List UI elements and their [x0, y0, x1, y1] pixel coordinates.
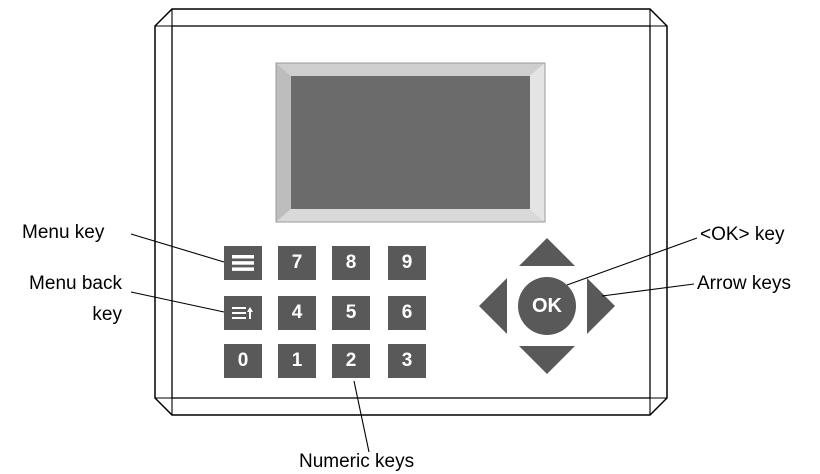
display-bezel-left: [276, 63, 291, 222]
callout-ok-key: <OK> key: [700, 224, 785, 245]
arrow-left-icon[interactable]: [479, 278, 507, 334]
callout-menu-key: Menu key: [22, 222, 105, 243]
numeric-key[interactable]: 1: [278, 344, 316, 378]
numeric-key[interactable]: 2: [332, 344, 370, 378]
callout-menu-back-key-line2: key: [92, 304, 122, 325]
numeric-key[interactable]: 8: [332, 246, 370, 280]
numeric-key[interactable]: 4: [278, 296, 316, 330]
housing-bevel-lines: [155, 9, 667, 415]
display-bezel-right: [530, 63, 545, 222]
callout-menu-back-key-line1: Menu back: [29, 273, 122, 294]
numeric-key[interactable]: 6: [388, 296, 426, 330]
callout-menu-back-key: Menu back key: [8, 273, 122, 326]
ok-key-label[interactable]: OK: [532, 295, 562, 317]
ok-key[interactable]: [518, 277, 576, 335]
display-bezel-top: [276, 63, 545, 76]
numeric-key[interactable]: 3: [388, 344, 426, 378]
numeric-key[interactable]: 5: [332, 296, 370, 330]
menu-icon: [232, 255, 254, 271]
menu-back-key[interactable]: [224, 296, 262, 330]
display-screen: [291, 76, 530, 209]
callout-arrow-keys: Arrow keys: [697, 273, 791, 294]
display-frame: [275, 62, 546, 223]
arrow-right-icon[interactable]: [587, 278, 615, 334]
numeric-key[interactable]: 0: [224, 344, 262, 378]
menu-back-icon: [232, 306, 254, 320]
numeric-key[interactable]: 7: [278, 246, 316, 280]
display-bezel-bottom: [276, 209, 545, 222]
arrow-down-icon[interactable]: [519, 346, 575, 374]
callout-line-numeric-keys: [353, 380, 370, 453]
menu-key[interactable]: [224, 246, 262, 280]
arrow-up-icon[interactable]: [519, 238, 575, 266]
callout-line-menu-back-key: [130, 291, 225, 313]
callout-numeric-keys: Numeric keys: [299, 451, 415, 472]
callout-line-ok-key: [566, 237, 698, 286]
callout-line-menu-key: [130, 233, 225, 263]
callout-line-arrow-keys: [601, 283, 695, 297]
numeric-key[interactable]: 9: [388, 246, 426, 280]
